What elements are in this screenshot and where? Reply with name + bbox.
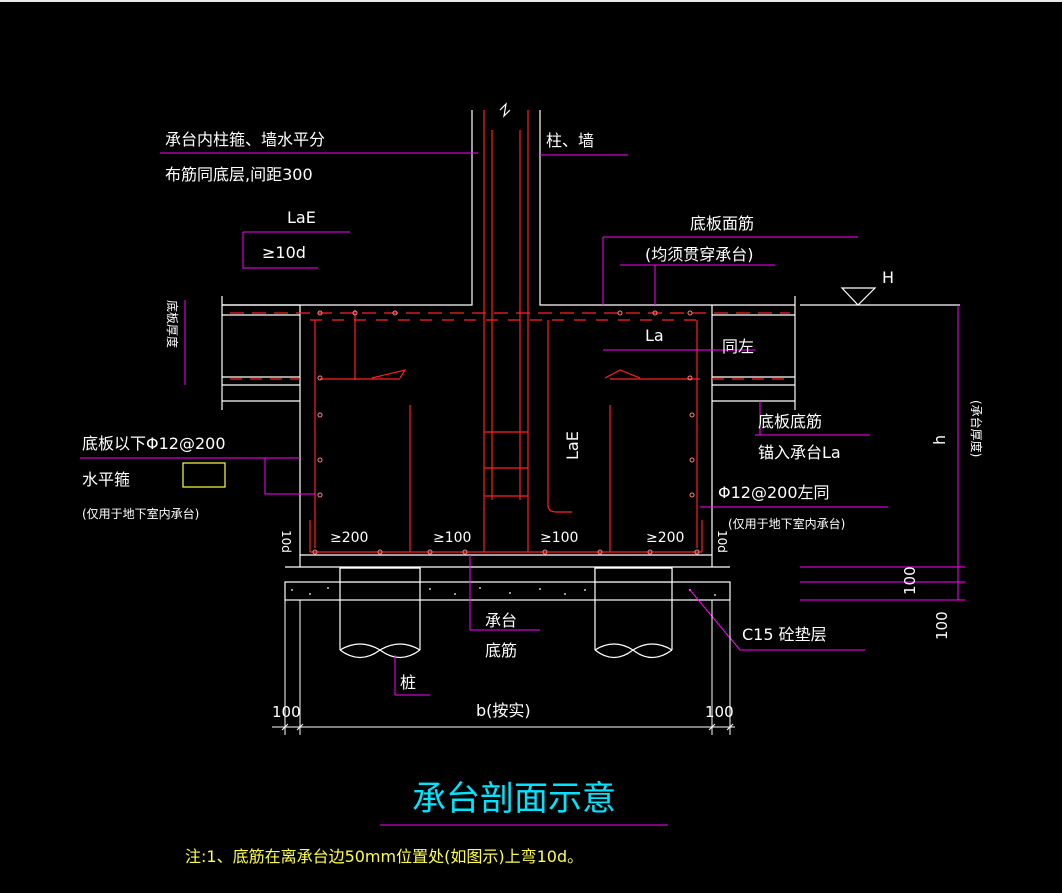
label-ge100-b: ≥100 — [540, 530, 578, 546]
drawing-title: 承台剖面示意 — [412, 779, 616, 819]
label-hook-10d: ≥10d — [262, 243, 306, 262]
label-slab-bottom-bar-2: 锚入承台La — [758, 443, 841, 462]
label-100-right-a: 100 — [901, 566, 919, 595]
label-b-width: b(按实) — [476, 701, 531, 720]
level-marker — [800, 287, 960, 306]
label-100-left: 100 — [272, 703, 301, 721]
label-slab-top-bar-note: (均须贯穿承台) — [645, 245, 754, 264]
label-pile: 桩 — [400, 673, 416, 692]
label-slab-thickness: 底板厚度 — [165, 300, 180, 348]
label-slab-bottom-bar-1: 底板底筋 — [758, 412, 822, 431]
label-column-hoop-2: 布筋同底层,间距300 — [165, 165, 313, 184]
label-100-right-b: 100 — [933, 611, 951, 640]
structure-outline — [182, 102, 960, 659]
label-h: h — [930, 435, 949, 445]
label-10d-left: 10d — [279, 530, 293, 553]
pile-right — [594, 568, 673, 659]
label-horiz-hoop: 水平箍 — [82, 470, 130, 489]
drawing-note: 注:1、底筋在离承台边50mm位置处(如图示)上弯10d。 — [185, 847, 583, 866]
label-phi12-right: Φ12@200左同 — [718, 483, 830, 502]
rebar — [230, 110, 790, 553]
label-same-left: 同左 — [722, 337, 754, 356]
c15-bedding — [284, 581, 731, 601]
label-column-hoop-1: 承台内柱箍、墙水平分 — [165, 130, 325, 149]
label-slab-top-bar: 底板面筋 — [690, 214, 754, 233]
label-cap-thickness: (承台厚度) — [969, 400, 984, 457]
label-La: La — [645, 326, 664, 345]
column-wall-outline — [222, 110, 795, 306]
annotations: 承台内柱箍、墙水平分 布筋同底层,间距300 柱、墙 LaE ≥10d 底板面筋… — [82, 130, 984, 866]
label-basement-left: (仅用于地下室内承台) — [82, 506, 199, 521]
label-ge100: ≥100 — [433, 530, 471, 546]
label-below-slab: 底板以下Φ12@200 — [82, 434, 226, 453]
label-lae-mid: LaE — [563, 431, 582, 460]
label-basement-right: (仅用于地下室内承台) — [728, 516, 845, 531]
label-cap-bottom-1: 承台 — [485, 611, 517, 630]
leaders — [80, 152, 965, 826]
label-column-wall: 柱、墙 — [546, 131, 594, 150]
label-H: H — [882, 268, 894, 287]
rebar-dots — [312, 310, 700, 555]
label-10d-right: 10d — [715, 530, 729, 553]
label-cap-bottom-2: 底筋 — [485, 641, 517, 660]
label-ge200-right: ≥200 — [646, 530, 684, 546]
label-100-bottom-right: 100 — [705, 703, 734, 721]
top-border — [0, 0, 1062, 2]
pile-cap-outline — [299, 305, 713, 556]
label-ge200-left: ≥200 — [330, 530, 368, 546]
bedding-hatch — [291, 587, 716, 596]
dimension-lines — [272, 600, 735, 735]
label-c15: C15 砼垫层 — [742, 625, 827, 644]
label-lae-top: LaE — [287, 208, 316, 227]
pile-left — [339, 568, 421, 659]
